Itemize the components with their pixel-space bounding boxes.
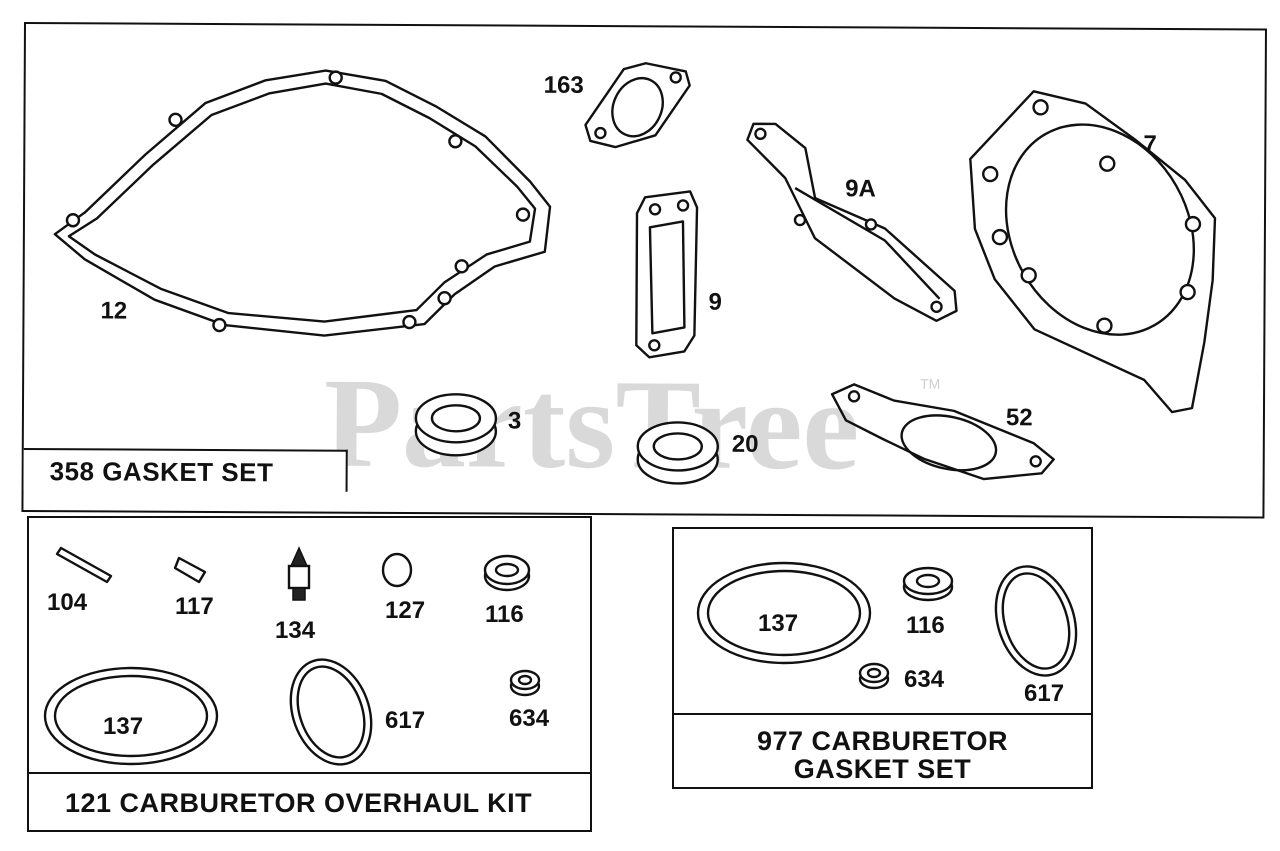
part-634-washer[interactable]: 634	[509, 669, 550, 732]
part-label-9A: 9A	[845, 175, 876, 202]
part-label-7: 7	[1143, 131, 1157, 158]
watermark-trademark: TM	[920, 376, 940, 392]
part-52-exhaust-gasket[interactable]: 52	[830, 383, 1055, 481]
part-12-crankcase-gasket[interactable]: 12	[53, 69, 552, 337]
part-label-634: 634	[509, 705, 550, 732]
carb-overhaul-title: 121 CARBURETOR OVERHAUL KIT	[29, 772, 590, 830]
carb-gasket-title: 977 CARBURETOR GASKET SET	[674, 713, 1091, 787]
part-label-137: 137	[103, 713, 143, 740]
part-104-pin[interactable]: 104	[47, 546, 113, 616]
gasket-set-title: 358 GASKET SET	[23, 448, 348, 492]
part-634-washer-set[interactable]: 634	[858, 662, 945, 693]
carb-overhaul-panel: 104 117 134 127 116 137	[27, 516, 592, 832]
gasket-set-drawing: PartsTree TM 12 163 9	[53, 62, 1232, 497]
part-label-9: 9	[708, 289, 722, 316]
part-label-127: 127	[385, 597, 425, 624]
part-label-116: 116	[485, 601, 524, 628]
part-label-3: 3	[508, 408, 522, 435]
part-9-valve-cover-gasket[interactable]: 9	[635, 190, 722, 359]
part-label-20: 20	[732, 431, 759, 458]
part-134-needle-valve[interactable]: 134	[275, 546, 316, 644]
part-116-washer-set[interactable]: 116	[902, 566, 954, 639]
carb-gasket-panel: 137 116 634 617 977 CARBURETOR GASKET SE…	[672, 527, 1093, 789]
part-116-washer[interactable]: 116	[483, 554, 531, 628]
part-617-o-ring[interactable]: 617	[277, 648, 425, 775]
part-label-137-set: 137	[758, 610, 798, 637]
part-7-cylinder-head-gasket[interactable]: 7	[968, 90, 1232, 414]
carb-gasket-title-line1: 977 CARBURETOR	[756, 726, 1009, 756]
part-20-oil-seal[interactable]: 20	[636, 421, 759, 485]
gasket-set-panel: PartsTree TM 12 163 9	[21, 22, 1267, 519]
part-label-117: 117	[175, 593, 214, 620]
part-117-pin[interactable]: 117	[173, 556, 214, 620]
part-label-52: 52	[1006, 404, 1033, 431]
part-9A-breather-gasket[interactable]: 9A	[746, 122, 958, 322]
part-label-104: 104	[47, 589, 88, 616]
part-label-617: 617	[385, 707, 425, 734]
carb-gasket-drawing: 137 116 634 617	[696, 556, 1090, 707]
part-137-gasket[interactable]: 137	[43, 666, 219, 766]
part-label-634-set: 634	[904, 666, 945, 693]
part-label-163: 163	[544, 72, 584, 99]
part-label-12: 12	[100, 297, 127, 324]
part-label-617-set: 617	[1024, 680, 1064, 707]
part-3-oil-seal[interactable]: 3	[414, 393, 522, 457]
watermark-text: PartsTree	[324, 352, 860, 497]
part-137-gasket-set[interactable]: 137	[696, 561, 872, 665]
part-127-welch-plug[interactable]: 127	[381, 552, 425, 624]
part-label-134: 134	[275, 617, 316, 644]
carb-gasket-title-line2: GASKET SET	[793, 754, 972, 784]
part-617-o-ring-set[interactable]: 617	[983, 556, 1090, 707]
part-label-116-set: 116	[906, 612, 945, 639]
carb-overhaul-drawing: 104 117 134 127 116 137	[43, 546, 550, 775]
part-163-flange-gasket[interactable]: 163	[543, 62, 691, 149]
